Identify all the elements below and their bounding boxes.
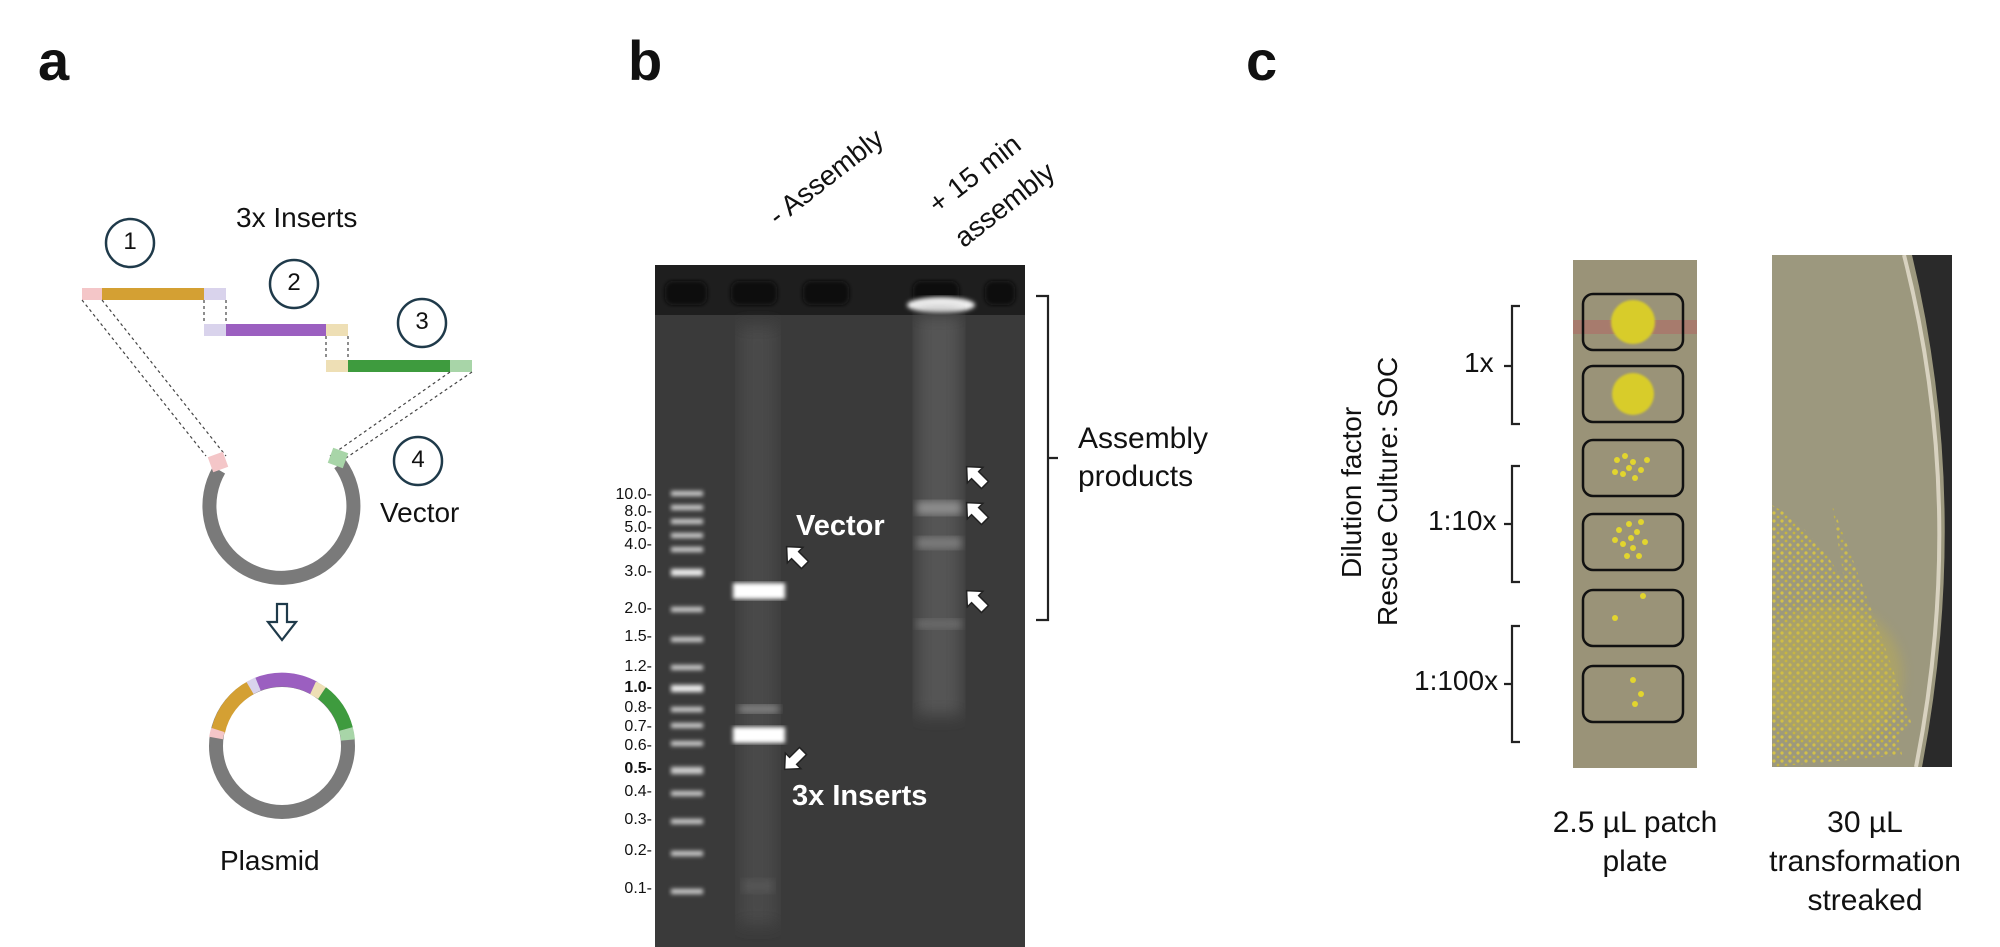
down-arrow-icon — [265, 602, 299, 642]
ladder-label: 0.2- — [624, 842, 652, 859]
ladder-label: 1.2- — [624, 658, 652, 675]
vector-overlap-right — [327, 447, 349, 469]
plasmid-label: Plasmid — [220, 845, 320, 876]
ladder-label: 8.0- — [624, 503, 652, 520]
colony-patch — [1611, 300, 1655, 344]
ladder-label: 0.5- — [624, 760, 652, 777]
insert1-overlap-left — [82, 288, 102, 300]
inserts-title: 3x Inserts — [236, 202, 358, 233]
ladder-label: 5.0- — [624, 519, 652, 536]
assembly-products-label-line2: products — [1078, 460, 1194, 493]
assembly-arrow-icon-2 — [965, 501, 990, 526]
ladder-label: 0.8- — [624, 699, 652, 716]
insert1-bar — [102, 288, 204, 300]
streak-caption-line2: transformation — [1769, 845, 1961, 878]
insert-number-3: 3 — [415, 308, 429, 335]
vector-backbone — [202, 459, 361, 585]
panel-letter-a: a — [38, 29, 70, 92]
vector-number-4: 4 — [411, 446, 425, 473]
patch-plate-photo — [1573, 260, 1697, 768]
insert1-overlap-right — [204, 288, 226, 300]
assembly-band-3 — [917, 619, 961, 629]
inserts-band — [733, 727, 785, 743]
colony-patch — [1612, 373, 1654, 415]
vector-overlap-left — [207, 451, 229, 473]
dilution-label-1-10x: 1:10x — [1428, 505, 1497, 536]
arrow-icons — [783, 465, 990, 771]
ladder-label: 1.5- — [624, 628, 652, 645]
insert-number-2-marker — [268, 258, 320, 310]
assembly-bracket — [1036, 294, 1058, 622]
ladder-label: 3.0- — [624, 563, 652, 580]
ladder-label: 0.4- — [624, 783, 652, 800]
insert2-overlap-right — [326, 324, 348, 336]
vector-label: Vector — [380, 497, 460, 528]
ladder-label: 2.0- — [624, 600, 652, 617]
plasmid-insert3 — [317, 687, 353, 732]
dilution-brackets — [1504, 304, 1520, 744]
gel-inserts-label: 3x Inserts — [792, 780, 928, 812]
ladder-label: 0.3- — [624, 811, 652, 828]
patch-caption-line2: plate — [1602, 845, 1668, 878]
assembly-band-2 — [917, 537, 961, 549]
dilution-label-1-100x: 1:100x — [1414, 665, 1499, 696]
insert-number-1: 1 — [123, 228, 137, 255]
dilution-label-1x: 1x — [1464, 347, 1494, 378]
vector-arrow-icon — [785, 545, 810, 570]
assembly-arrow-icon-3 — [965, 589, 990, 614]
insert2-overlap-left — [204, 324, 226, 336]
assembly-diagram — [81, 217, 473, 819]
ladder-label: 0.1- — [624, 880, 652, 897]
insert3-overlap-left — [326, 360, 348, 372]
plasmid-insert2 — [253, 672, 318, 695]
assembly-arrow-icon-1 — [965, 465, 990, 490]
ladder-label: 4.0- — [624, 536, 652, 553]
assembly-products-label-line1: Assembly — [1078, 422, 1209, 455]
vector-number-4-marker — [392, 435, 444, 487]
insert3-overlap-right — [450, 360, 472, 372]
insert-number-2: 2 — [287, 269, 301, 296]
dilution-axis-line1: Dilution factor — [1336, 406, 1367, 578]
streak-caption-line1: 30 µL — [1827, 806, 1903, 839]
streak-caption-line3: streaked — [1807, 884, 1923, 917]
inserts-arrow-icon — [783, 746, 808, 771]
vector-band — [733, 583, 785, 599]
plasmid-insert1 — [211, 680, 256, 734]
lane-label-minus-assembly: - Assembly — [762, 122, 890, 232]
panel-letter-c: c — [1246, 29, 1278, 92]
ladder-label: 0.7- — [624, 718, 652, 735]
ladder-label: 10.0- — [615, 486, 652, 503]
ladder-label: 1.0- — [624, 679, 652, 696]
panel-letter-b: b — [628, 29, 663, 92]
patch-caption-line1: 2.5 µL patch — [1552, 806, 1718, 839]
dilution-axis-line2: Rescue Culture: SOC — [1372, 356, 1403, 626]
insert2-bar — [226, 324, 326, 336]
gel-image — [655, 265, 1025, 947]
ladder-label: 0.6- — [624, 737, 652, 754]
insert-number-1-marker — [104, 217, 156, 269]
overlap-connectors — [81, 299, 473, 459]
assembly-band-1 — [917, 501, 961, 515]
gel-vector-label: Vector — [796, 510, 885, 542]
streaked-plate-photo — [1772, 255, 1952, 767]
insert3-bar — [348, 360, 450, 372]
insert-number-3-marker — [396, 297, 448, 349]
